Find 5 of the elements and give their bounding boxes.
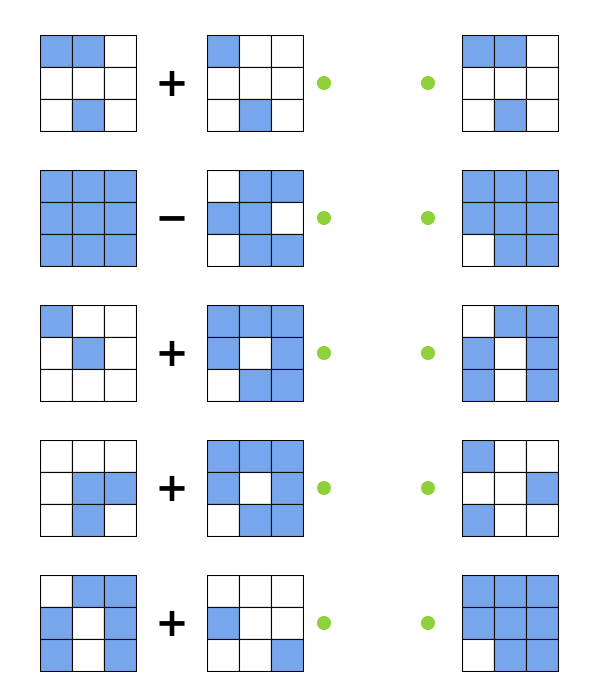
operator-sign: + <box>155 63 189 103</box>
operator-sign: + <box>155 603 189 643</box>
operator-sign: + <box>155 468 189 508</box>
operator-sign: − <box>155 198 189 238</box>
operator-sign: + <box>155 333 189 373</box>
